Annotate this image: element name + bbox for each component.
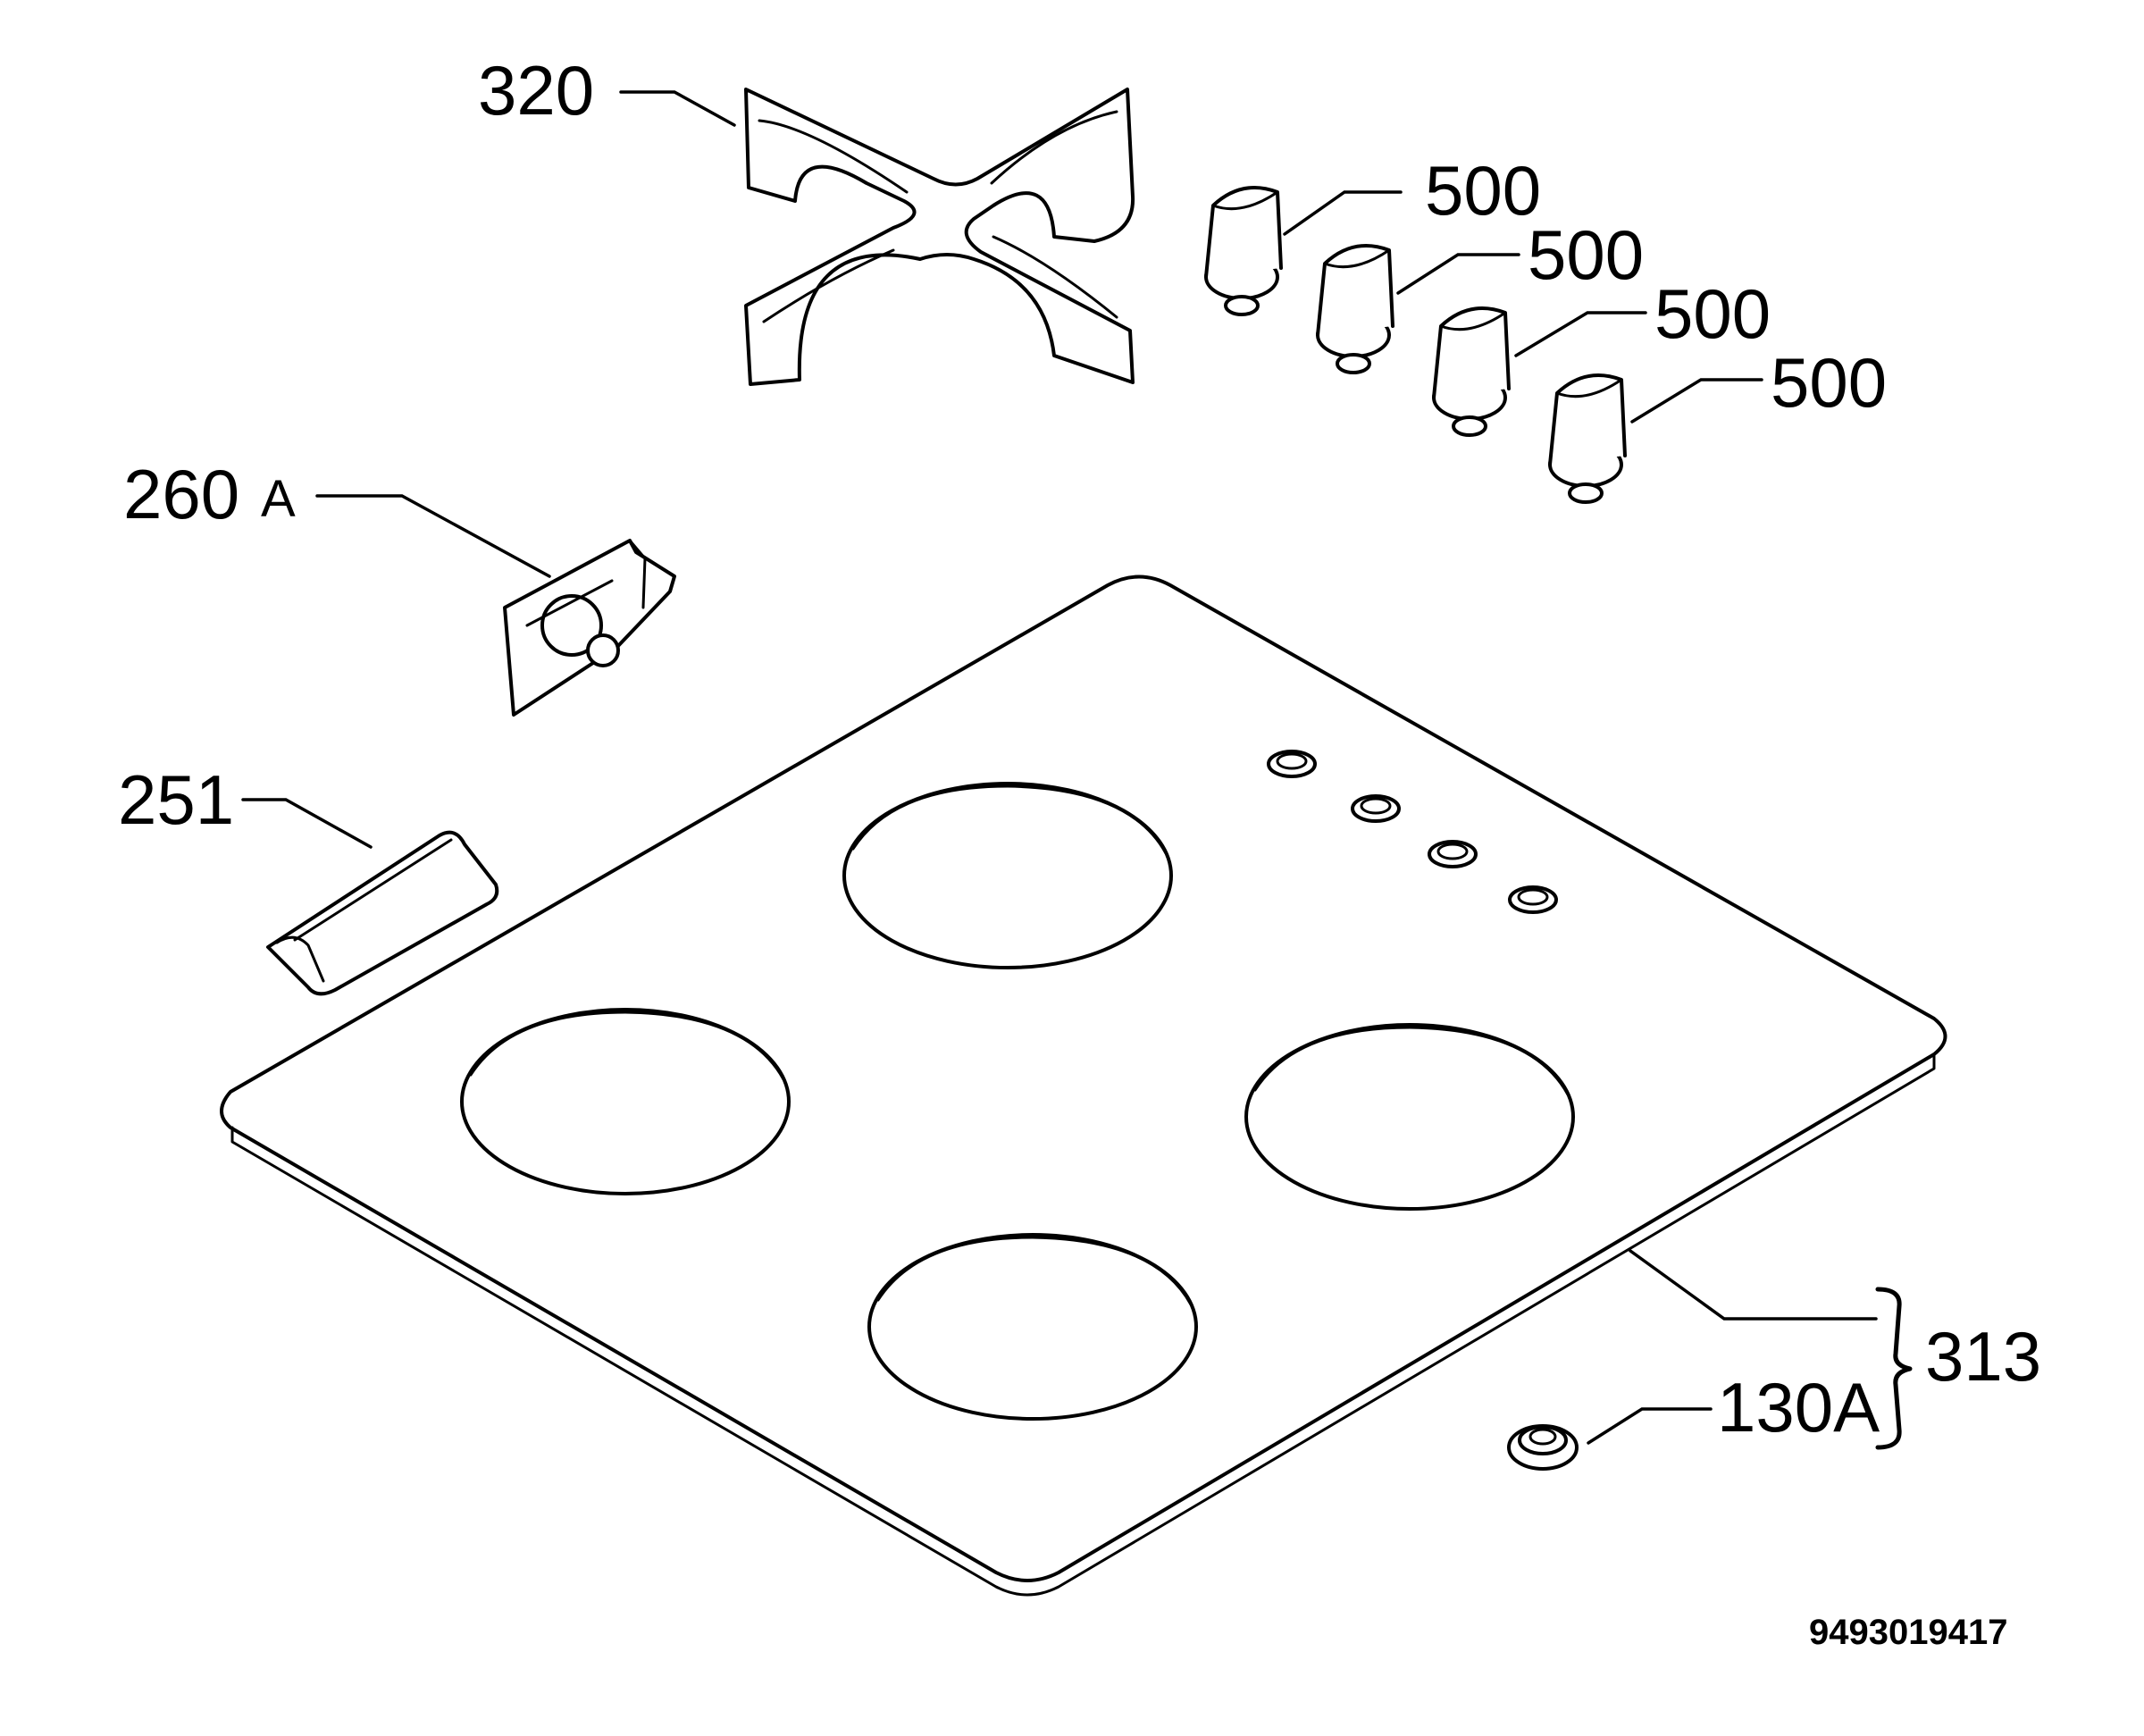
knob-hole-2 (1351, 794, 1401, 823)
knob-part-4 (1548, 373, 1627, 504)
label-130a: 130A (1717, 1368, 1880, 1447)
leader-500-2 (1396, 253, 1520, 295)
group-brace-313 (1875, 1287, 1913, 1450)
knob-part-1 (1204, 186, 1283, 316)
leader-500-1 (1283, 190, 1403, 236)
pan-support-part (744, 88, 1135, 386)
label-320: 320 (478, 51, 594, 130)
leader-500-3 (1514, 311, 1647, 357)
burner-hole-front (867, 1233, 1198, 1421)
leader-500-4 (1630, 378, 1763, 424)
grommet-part (1507, 1424, 1579, 1471)
label-500-2: 500 (1528, 215, 1644, 294)
knob-part-3 (1432, 306, 1511, 437)
burner-hole-right (1244, 1023, 1575, 1211)
hob-top-plate (220, 574, 1947, 1597)
label-500-3: 500 (1654, 274, 1771, 353)
seal-strip-part (266, 830, 499, 996)
label-260: 260 (123, 455, 239, 533)
burner-hole-left (460, 1008, 791, 1195)
label-500-4: 500 (1771, 343, 1887, 422)
knob-hole-3 (1428, 840, 1478, 868)
label-251: 251 (118, 760, 234, 839)
knob-hole-1 (1267, 750, 1317, 778)
label-313: 313 (1925, 1317, 2041, 1396)
knob-hole-4 (1508, 885, 1558, 914)
leader-130a (1587, 1407, 1713, 1445)
burner-hole-rear (842, 782, 1173, 969)
document-number: 9493019417 (1809, 1613, 2007, 1652)
leader-251 (241, 798, 373, 849)
clip-part (503, 539, 676, 717)
leader-260a (315, 494, 551, 578)
leader-313 (1629, 1249, 1878, 1321)
label-260-suffix: A (261, 470, 296, 528)
label-500-1: 500 (1425, 151, 1541, 230)
knob-part-2 (1316, 244, 1394, 374)
leader-320 (619, 90, 736, 127)
